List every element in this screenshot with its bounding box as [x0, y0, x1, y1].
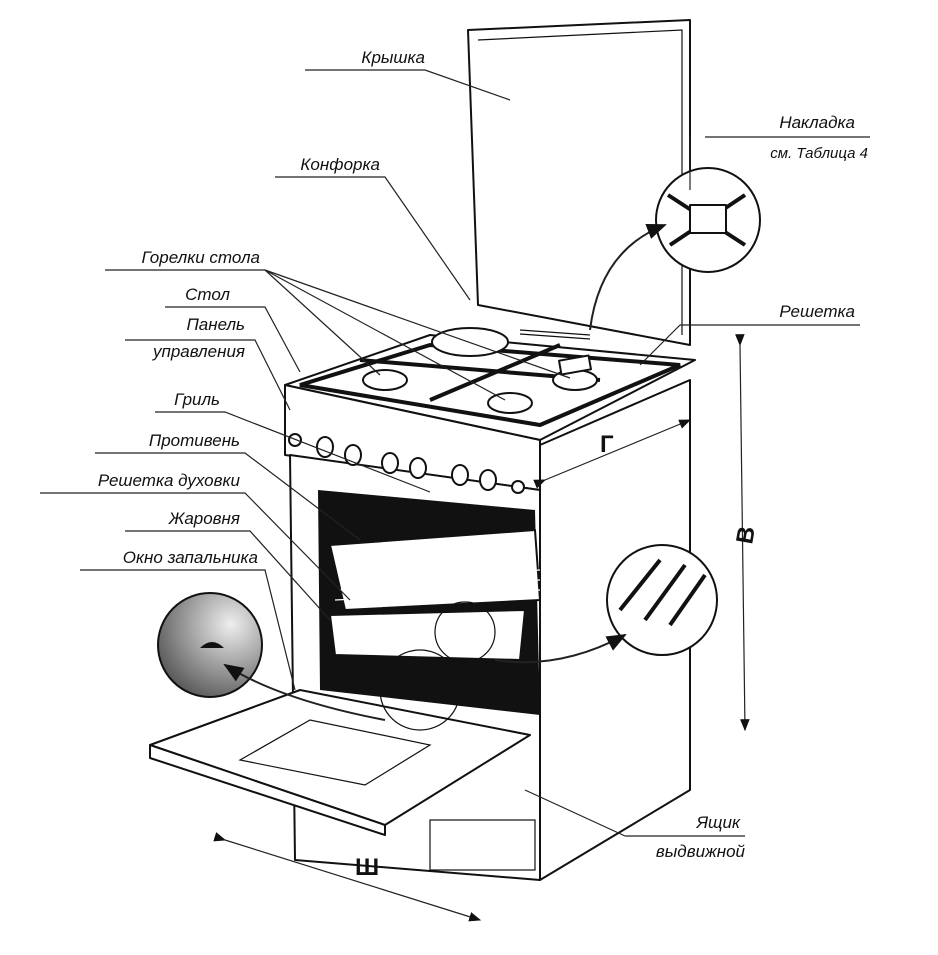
dimension-width: Ш — [355, 854, 379, 881]
label-tray: Противень — [149, 431, 240, 450]
leader-lines — [40, 69, 870, 837]
oven-door — [149, 689, 531, 836]
dimension-depth: Г — [600, 431, 614, 458]
label-grill: Гриль — [174, 390, 220, 409]
label-igniter-window: Окно запальника — [123, 548, 258, 567]
dimension-height: В — [731, 524, 761, 546]
label-lid: Крышка — [361, 48, 425, 67]
label-grate: Решетка — [779, 302, 855, 321]
label-hotplate: Конфорка — [300, 155, 380, 174]
roasting-pan — [329, 609, 526, 661]
label-trim-ref: см. Таблица 4 — [770, 145, 868, 162]
label-drawer-1: Ящик — [695, 813, 741, 832]
label-panel-1: Панель — [186, 315, 245, 334]
label-drawer-2: выдвижной — [656, 842, 746, 861]
label-trim: Накладка — [779, 113, 855, 132]
label-roaster: Жаровня — [168, 509, 240, 528]
hob — [299, 327, 681, 428]
label-panel-2: управления — [152, 342, 245, 361]
lid — [467, 19, 691, 346]
baking-tray — [329, 529, 541, 611]
label-table: Стол — [185, 285, 230, 304]
label-burners: Горелки стола — [142, 248, 260, 267]
control-knobs — [288, 433, 525, 494]
label-oven-rack: Решетка духовки — [98, 471, 241, 490]
